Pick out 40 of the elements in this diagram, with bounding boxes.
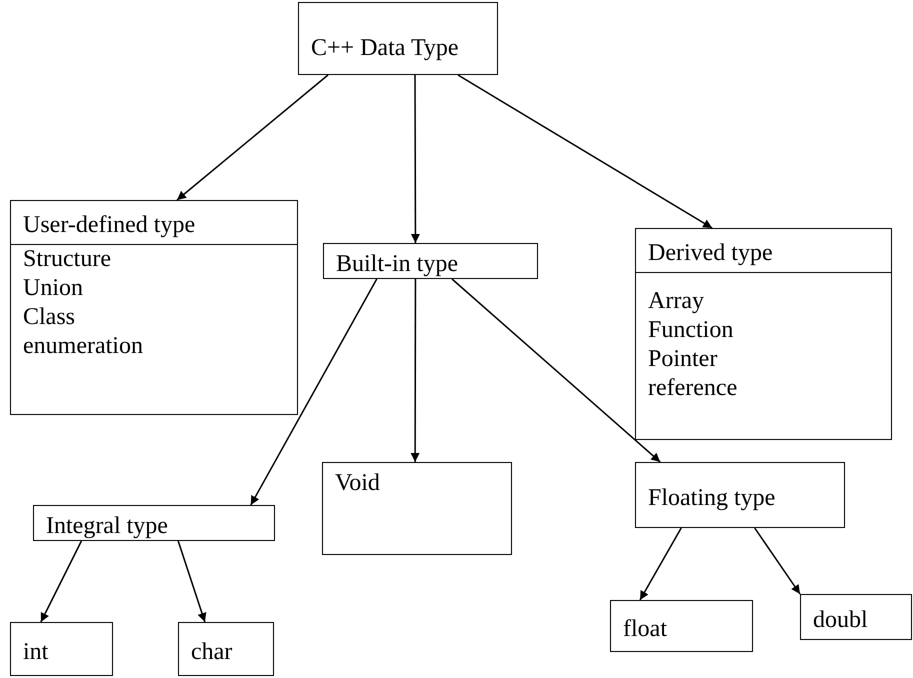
type-box (298, 2, 498, 75)
type-item: Function (647, 316, 734, 345)
type-item: enumeration (22, 332, 144, 361)
type-box (800, 594, 912, 640)
type-heading: User-defined type (11, 201, 297, 245)
type-box (178, 622, 274, 676)
type-label: char (190, 638, 232, 666)
type-item: Pointer (647, 345, 718, 374)
arrow (452, 278, 661, 463)
type-label: doubl (812, 606, 868, 634)
arrow (40, 540, 82, 622)
type-label: Built-in type (335, 250, 458, 278)
arrow (410, 75, 420, 243)
arrow (177, 540, 206, 622)
type-box (10, 622, 113, 676)
type-box (322, 462, 512, 555)
type-item: Structure (22, 245, 112, 274)
type-item: Array (647, 287, 705, 316)
type-item: Class (22, 303, 76, 332)
type-label: Floating type (647, 484, 776, 512)
type-list-box (10, 200, 298, 415)
type-box (323, 243, 538, 279)
type-box (635, 462, 845, 528)
type-box (33, 505, 275, 541)
type-item: reference (647, 374, 738, 403)
type-list-box (635, 228, 892, 440)
arrow (639, 528, 682, 600)
type-label: float (622, 614, 667, 644)
type-label: int (22, 638, 48, 666)
type-heading: Derived type (636, 229, 891, 273)
type-item: Union (22, 274, 84, 303)
arrow (754, 528, 801, 594)
type-label: Void (334, 469, 380, 498)
type-label: Integral type (45, 512, 168, 540)
arrow (176, 74, 328, 201)
arrow (458, 74, 712, 229)
arrow (250, 278, 378, 506)
type-label: C++ Data Type (310, 34, 459, 63)
arrow (410, 279, 420, 462)
type-box (610, 600, 753, 652)
